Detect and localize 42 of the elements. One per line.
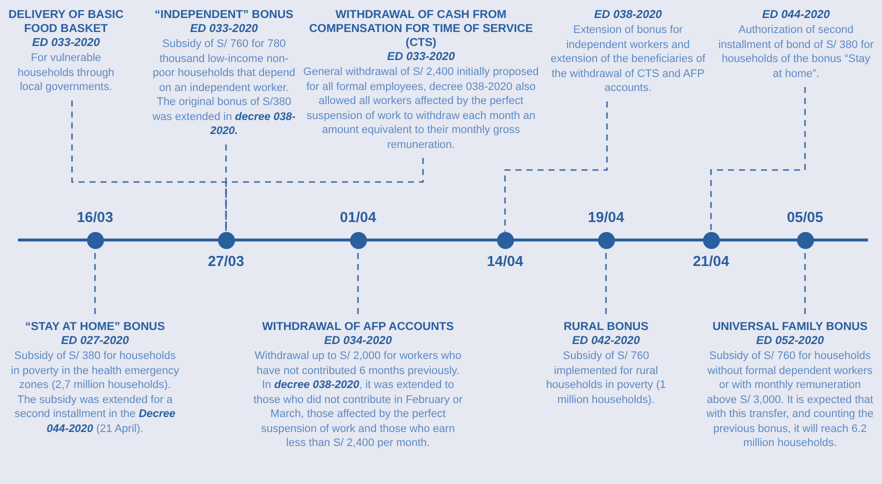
event-description: For vulnerable households through local governments. [16, 51, 116, 94]
event-description: Withdrawal up to S/ 2,000 for workers who have not contributed 6 months previously. In decree 038-2020, it was extended to those who did not contribute in February or March, those affected by the perfect suspension of work and those who earn less than S/ 2,400 per month. [252, 349, 464, 450]
dashed-connector [710, 87, 806, 232]
decree-number: ED 038-2020 [593, 8, 663, 23]
timeline-dot [598, 232, 614, 248]
event-heading: “INDEPENDENT” BONUS [154, 8, 294, 22]
event-description: General withdrawal of S/ 2,400 initially proposed for all formal employees, decree 038-2020 also allowed all workers affected by the perfect suspension of work to withdraw each month an amount equivalent to their monthly gross remuneration. [302, 65, 540, 152]
decree-number: ED 033-2020 [189, 22, 259, 37]
timeline-dot [796, 232, 814, 248]
event-description: Subsidy of S/ 760 implemented for rural households in poverty (1 million households). [545, 349, 667, 407]
dashed-connector [225, 158, 424, 232]
dashed-connector [504, 102, 608, 232]
event-description: Subsidy of S/ 760 for 780 thousand low-income non-poor households that depend on an independent worker. The original bonus of S/380 was extended in decree 038-2020. [151, 37, 297, 138]
event-description: Subsidy of S/ 380 for households in poverty in the health emergency zones (2,7 million households). The subsidy was extended for a second installment in the Decree 044-2020 (21 April). [10, 349, 180, 436]
date-label: 16/03 [76, 210, 114, 226]
timeline-dot [702, 232, 720, 248]
decree-number: ED 033-2020 [386, 50, 456, 65]
decree-number: ED 042-2020 [571, 334, 641, 349]
event-heading: DELIVERY OF BASIC FOOD BASKET [7, 8, 125, 36]
date-label: 21/04 [692, 254, 730, 270]
decree-number: ED 052-2020 [755, 334, 825, 349]
date-label: 14/04 [486, 254, 524, 270]
timeline-dot [496, 232, 514, 248]
event-heading: WITHDRAWAL OF CASH FROM COMPENSATION FOR TIME OF SERVICE (CTS) [308, 8, 534, 50]
timeline-dot [218, 232, 234, 248]
decree-number: ED 033-2020 [31, 36, 101, 51]
event-description: Authorization of second installment of bond of S/ 380 for households of the bonus “Stay at home”. [718, 23, 874, 81]
decree-number: ED 034-2020 [323, 334, 393, 349]
decree-number: ED 044-2020 [761, 8, 831, 23]
event-description: Subsidy of S/ 760 for households without formal dependent workers or with monthly remuneration above S/ 3,000. It is expected that with this transfer, and counting the previous bonus, it will reach 6.2 million households. [706, 349, 874, 450]
event-heading: WITHDRAWAL OF AFP ACCOUNTS [261, 320, 455, 334]
date-label: 19/04 [586, 210, 626, 226]
date-label: 27/03 [206, 254, 246, 270]
timeline-dot [350, 232, 366, 248]
event-heading: UNIVERSAL FAMILY BONUS [711, 320, 869, 334]
event-heading: RURAL BONUS [562, 320, 650, 334]
date-label: 01/04 [338, 210, 378, 226]
timeline-dot [86, 232, 104, 248]
date-label: 05/05 [786, 210, 824, 226]
event-description: Extension of bonus for independent workers and extension of the beneficiaries of the withdrawal of CTS and AFP accounts. [550, 23, 706, 96]
event-heading: “STAY AT HOME” BONUS [24, 320, 166, 334]
decree-number: ED 027-2020 [60, 334, 130, 349]
